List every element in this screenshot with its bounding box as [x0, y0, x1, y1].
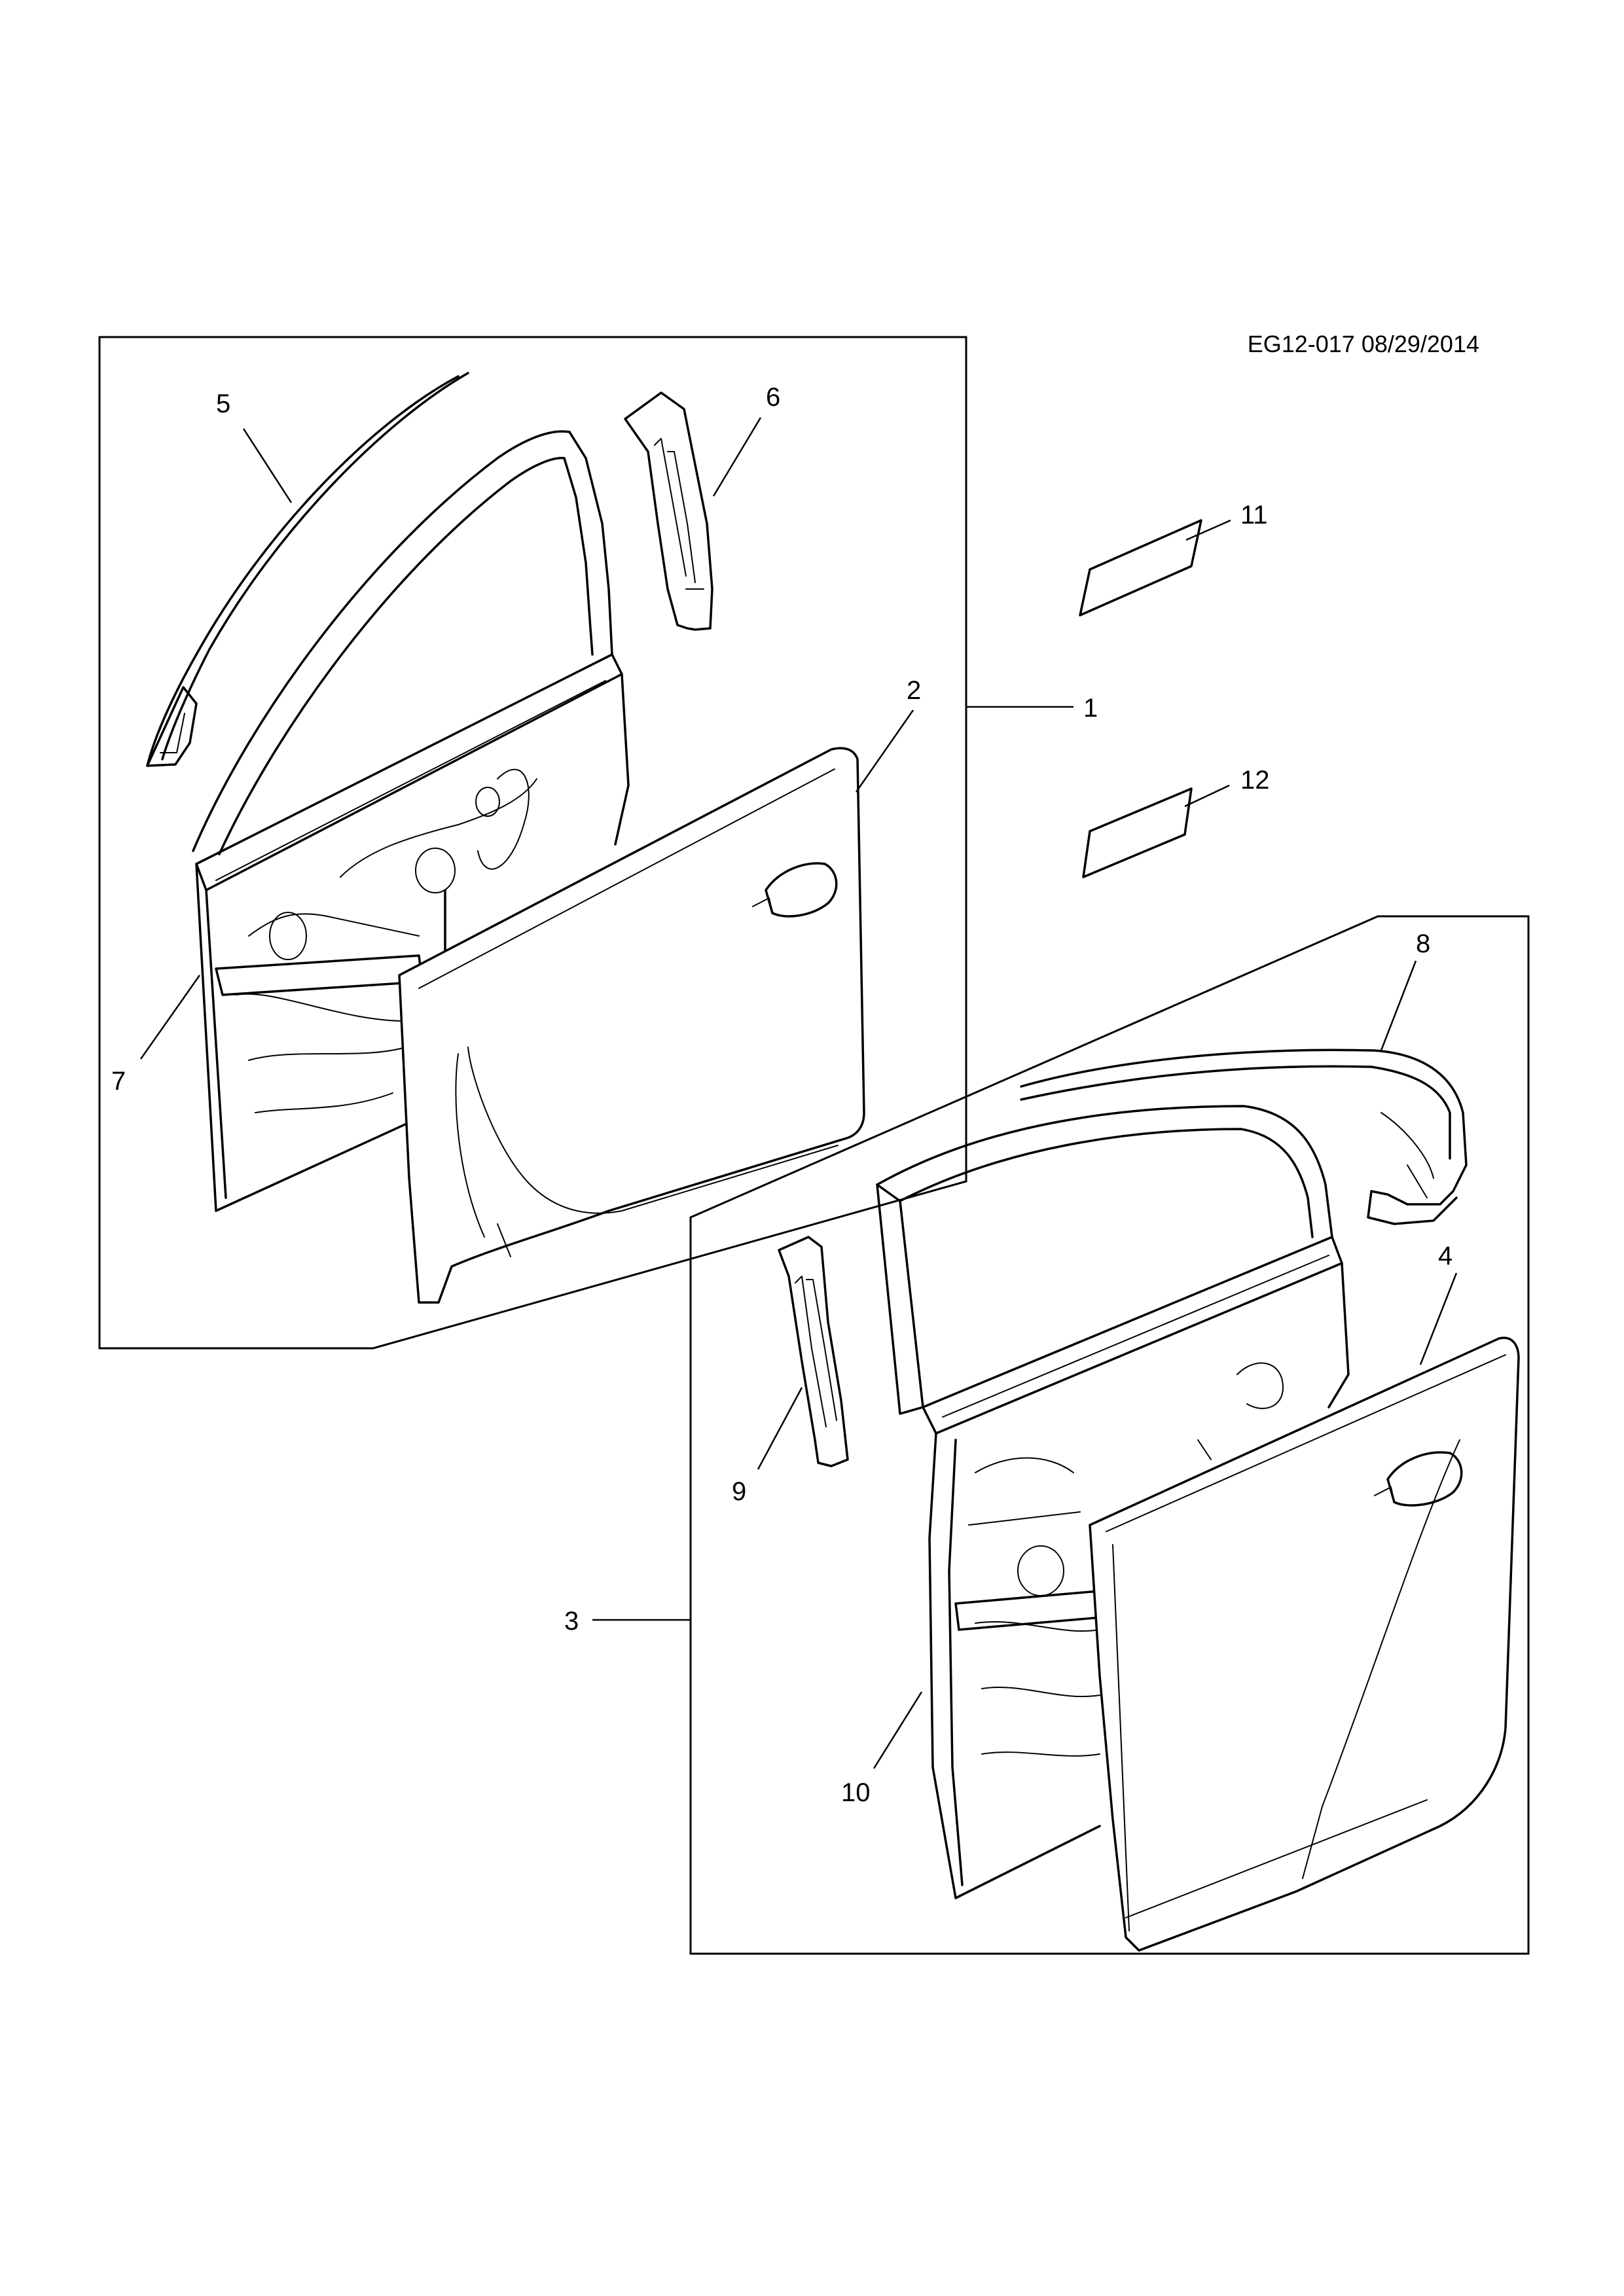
part-12-label — [1082, 787, 1193, 878]
callout-10: 10 — [841, 1778, 871, 1807]
part-6-front-pillar-applique — [624, 391, 713, 631]
callout-4: 4 — [1438, 1242, 1453, 1270]
rear-door-group-frame — [689, 915, 1530, 1955]
part-5-front-frame-molding — [146, 372, 469, 767]
leader-7 — [139, 975, 201, 1060]
callout-8: 8 — [1416, 929, 1430, 958]
callout-12: 12 — [1240, 766, 1270, 795]
part-10-rear-door-frame — [876, 1105, 1350, 1899]
part-11-label — [1079, 519, 1202, 617]
callout-6: 6 — [766, 383, 780, 412]
diagram-reference: EG12-017 08/29/2014 — [1248, 331, 1479, 357]
callout-7: 7 — [111, 1067, 126, 1096]
leader-5 — [242, 428, 293, 503]
part-2-front-door-outer-panel — [398, 747, 865, 1304]
callout-3: 3 — [564, 1607, 579, 1636]
callout-2: 2 — [907, 676, 921, 705]
callout-11: 11 — [1240, 501, 1268, 529]
leader-11 — [1185, 519, 1231, 541]
leader-9 — [757, 1387, 803, 1470]
part-4-rear-door-outer-panel — [1089, 1336, 1520, 1952]
front-door-group-frame — [98, 336, 967, 1350]
part-9-rear-pillar-applique — [778, 1236, 849, 1467]
leader-10 — [873, 1691, 923, 1769]
callout-9: 9 — [732, 1477, 746, 1506]
callout-1: 1 — [1083, 694, 1098, 723]
leader-12 — [1184, 784, 1230, 808]
leader-4 — [1419, 1272, 1458, 1365]
leader-2 — [855, 709, 914, 793]
leader-6 — [712, 417, 762, 497]
leader-8 — [1380, 960, 1417, 1051]
callout-5: 5 — [216, 389, 230, 418]
part-7-front-door-frame — [192, 430, 630, 1212]
part-8-rear-frame-molding — [1020, 1049, 1468, 1225]
